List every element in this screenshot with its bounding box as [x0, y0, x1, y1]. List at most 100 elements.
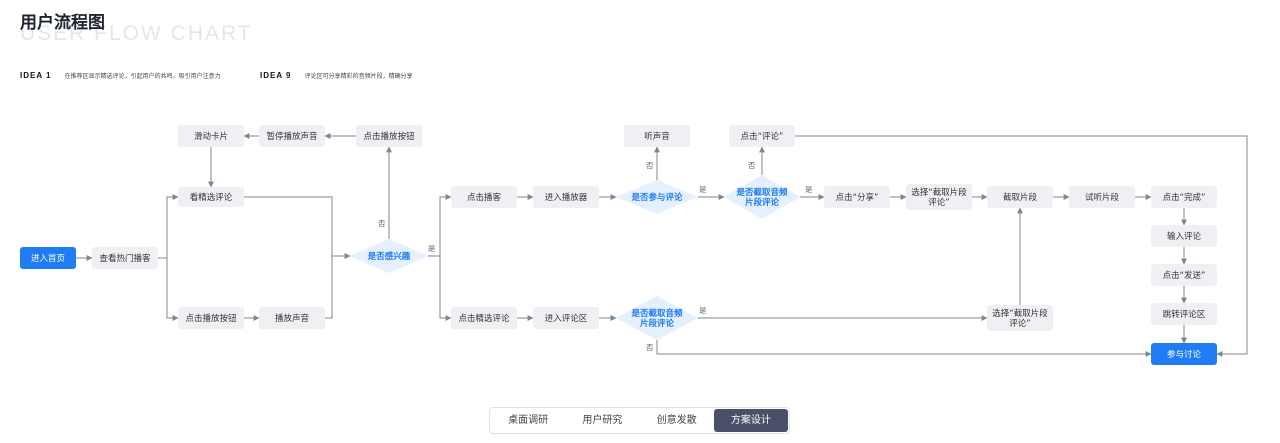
idea-9-description: 评论区可分享精彩的音频片段，精确分享	[304, 73, 413, 80]
flow-node-shape	[906, 184, 972, 210]
flow-edge-label-yes: 是	[805, 185, 813, 194]
flow-node-label: 选择“截取片段评论”	[992, 308, 1048, 329]
idea-9-tag: IDEA 9	[260, 71, 292, 80]
flow-node-label: 看精选评论	[190, 192, 233, 203]
flow-node-shape	[178, 187, 244, 207]
flow-node-label: 点击“完成”	[1163, 192, 1206, 203]
flow-node-label: 滑动卡片	[194, 131, 228, 142]
flow-node-enter-comment-area: 进入评论区	[533, 307, 599, 329]
flow-node-input-comment: 输入评论	[1151, 225, 1217, 247]
flow-node-play-sound: 播放声音	[259, 307, 325, 329]
page-title: 用户流程图	[20, 13, 105, 33]
flow-node-shape	[451, 307, 517, 329]
flow-node-label: 跳转评论区	[1163, 309, 1206, 320]
flow-edge	[428, 194, 452, 257]
flow-node-clip: 截取片段	[987, 186, 1053, 208]
flow-node-featured-comments: 看精选评论	[178, 187, 244, 207]
flow-edge-label-no: 否	[748, 161, 756, 170]
flow-node-join-discussion: 参与讨论	[1151, 343, 1217, 365]
flow-node-label: 点击播放按钮	[185, 313, 237, 324]
flow-node-label: 是否感兴趣	[367, 251, 411, 262]
flow-node-click-play-bottom: 点击播放按钮	[178, 307, 244, 329]
flow-node-label: 选择“截取片段评论”	[911, 187, 967, 208]
flow-node-shape	[624, 125, 690, 147]
flow-node-shape	[987, 186, 1053, 208]
flow-node-label: 点击“评论”	[741, 131, 784, 142]
flow-node-click-share: 点击“分享”	[824, 186, 890, 208]
tab-desk-research[interactable]: 桌面调研	[508, 415, 549, 426]
flow-node-shape	[1151, 303, 1217, 325]
idea-1-tag: IDEA 1	[20, 71, 52, 80]
flow-node-shape	[259, 125, 325, 147]
tab-ideation[interactable]: 创意发散	[656, 415, 697, 426]
flow-node-shape	[533, 186, 599, 208]
flow-node-label: 播放声音	[275, 313, 310, 324]
flow-node-label: 输入评论	[1167, 231, 1202, 242]
flow-node-interested: 是否感兴趣	[350, 239, 428, 273]
flow-node-label: 试听片段	[1085, 192, 1120, 203]
flow-node-label: 点击播放按钮	[363, 131, 415, 142]
flow-edge-label-no: 否	[378, 219, 386, 228]
flow-node-shape	[533, 307, 599, 329]
idea-1: IDEA 1 在推荐区显示精选评论，引起用户的共鸣，吸引用户注意力	[20, 63, 221, 82]
flow-node-label: 截取片段	[1003, 192, 1038, 203]
flow-node-shape	[356, 125, 422, 147]
flow-node-clip-comment-bottom: 是否截取音频片段评论	[616, 296, 698, 340]
flow-node-click-play-top: 点击播放按钮	[356, 125, 422, 147]
flow-node-shape	[616, 180, 698, 214]
flow-edge	[325, 256, 333, 319]
flow-node-shape	[1151, 343, 1217, 365]
flow-node-shape	[178, 125, 244, 147]
flow-node-clip-comment-top: 是否截取音频片段评论	[724, 175, 800, 219]
flow-node-shape	[987, 305, 1053, 331]
flow-node-select-clip-bottom: 选择“截取片段评论”	[987, 305, 1053, 331]
flow-node-label: 点击“发送”	[1163, 270, 1206, 281]
section-tab-bar: 桌面调研 用户研究 创意发散 方案设计	[489, 407, 790, 434]
idea-1-description: 在推荐区显示精选评论，引起用户的共鸣，吸引用户注意力	[64, 73, 221, 80]
flow-node-label: 点击播客	[467, 192, 502, 203]
flow-node-shape	[1069, 186, 1135, 208]
idea-9: IDEA 9 评论区可分享精彩的音频片段，精确分享	[260, 63, 413, 82]
user-flow-diagram: 否是否是否是是否 进入首页查看热门播客看精选评论滑动卡片暂停播放声音点击播放按钮…	[20, 125, 1248, 365]
flow-node-shape	[350, 239, 428, 273]
flow-node-click-comment: 点击“评论”	[729, 125, 795, 147]
flow-node-label: 听声音	[644, 131, 670, 142]
flow-node-label: 参与讨论	[1167, 349, 1202, 360]
flow-node-label: 查看热门播客	[99, 253, 151, 264]
flow-edge-label-yes: 是	[428, 244, 436, 253]
flow-edge	[158, 194, 179, 259]
flow-node-label: 点击“分享”	[836, 192, 879, 203]
flow-edge-label-no: 否	[646, 161, 654, 170]
flow-node-shape	[1151, 264, 1217, 286]
flow-node-shape	[20, 247, 76, 269]
flow-node-click-send: 点击“发送”	[1151, 264, 1217, 286]
flow-node-label: 进入首页	[31, 253, 65, 264]
flow-node-enter-player: 进入播放器	[533, 186, 599, 208]
page-watermark: USER FLOW CHART	[20, 22, 253, 45]
flow-node-label: 暂停播放声音	[266, 131, 318, 142]
flow-node-label: 进入评论区	[545, 313, 588, 324]
flow-node-click-done: 点击“完成”	[1151, 186, 1217, 208]
flow-node-label: 是否截取音频片段评论	[630, 308, 683, 329]
flow-edge	[166, 258, 179, 321]
flow-node-label: 进入播放器	[545, 192, 588, 203]
flow-node-click-featured: 点击精选评论	[451, 307, 517, 329]
tab-solution-design[interactable]: 方案设计	[713, 409, 788, 432]
flow-node-select-clip-top: 选择“截取片段评论”	[906, 184, 972, 210]
tab-user-research[interactable]: 用户研究	[582, 415, 623, 426]
flow-node-shape	[1151, 225, 1217, 247]
flow-edge	[795, 135, 1248, 357]
flow-node-label: 点击精选评论	[458, 313, 510, 324]
flow-node-listen: 听声音	[624, 125, 690, 147]
flow-node-pause-sound: 暂停播放声音	[259, 125, 325, 147]
flow-node-shape	[616, 296, 698, 340]
flow-node-shape	[259, 307, 325, 329]
flow-node-shape	[1151, 186, 1217, 208]
flow-edge	[244, 196, 351, 259]
flow-node-swipe-card: 滑动卡片	[178, 125, 244, 147]
flow-edge	[656, 340, 1152, 357]
flow-node-shape	[724, 175, 800, 219]
flow-node-shape	[178, 307, 244, 329]
flow-node-shape	[451, 186, 517, 208]
flow-node-label: 是否截取音频片段评论	[735, 187, 788, 208]
